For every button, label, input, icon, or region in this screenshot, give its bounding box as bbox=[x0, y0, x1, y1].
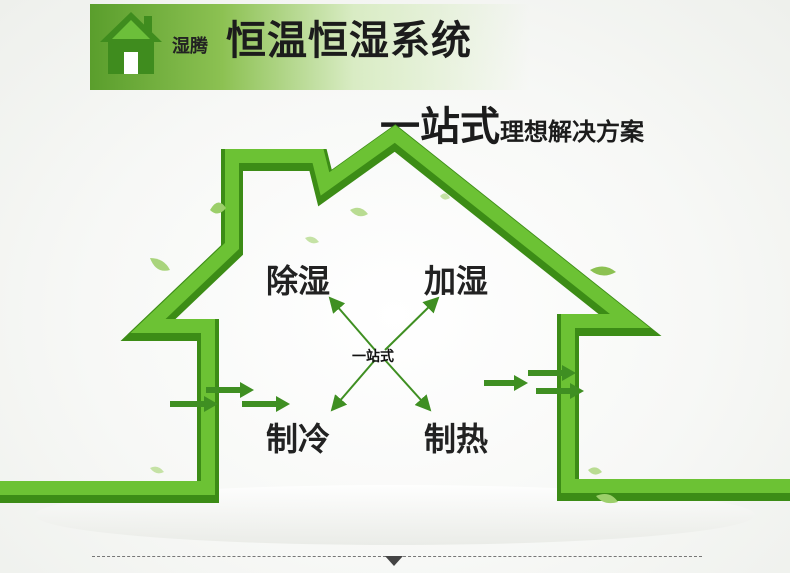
leaf-icon bbox=[588, 467, 602, 475]
house-outline-shadow bbox=[0, 124, 790, 503]
chevron-down-icon[interactable] bbox=[385, 556, 403, 566]
label-one-stop: 一站式 bbox=[352, 349, 394, 365]
header-banner bbox=[90, 4, 530, 90]
label-cooling: 制冷 bbox=[266, 420, 331, 458]
subtitle-rest: 理想解决方案 bbox=[500, 118, 644, 146]
leaf-icon bbox=[440, 193, 450, 200]
arrow-right-icon bbox=[170, 382, 290, 412]
house-outline bbox=[0, 125, 790, 495]
leaf-icon bbox=[210, 202, 226, 214]
label-humidify: 加湿 bbox=[424, 262, 489, 300]
arrow-to-heating bbox=[384, 359, 432, 412]
label-dehumidify: 除湿 bbox=[266, 262, 331, 300]
arrow-to-dehumidify bbox=[328, 296, 376, 351]
house-icon bbox=[100, 12, 162, 74]
arrow-to-humidify bbox=[384, 296, 440, 351]
leaf-icon bbox=[150, 466, 164, 474]
brand-name: 湿腾 bbox=[172, 36, 208, 57]
leaf-icon bbox=[350, 207, 368, 217]
page-title: 恒温恒湿系统 bbox=[226, 18, 472, 64]
leaf-icon bbox=[305, 236, 319, 244]
leaf-icon bbox=[596, 494, 618, 504]
label-heating: 制热 bbox=[424, 420, 489, 458]
arrow-to-cooling bbox=[330, 359, 376, 412]
leaf-icon bbox=[150, 258, 170, 271]
arrow-right-icon bbox=[484, 365, 584, 399]
leaf-icon bbox=[590, 266, 616, 276]
